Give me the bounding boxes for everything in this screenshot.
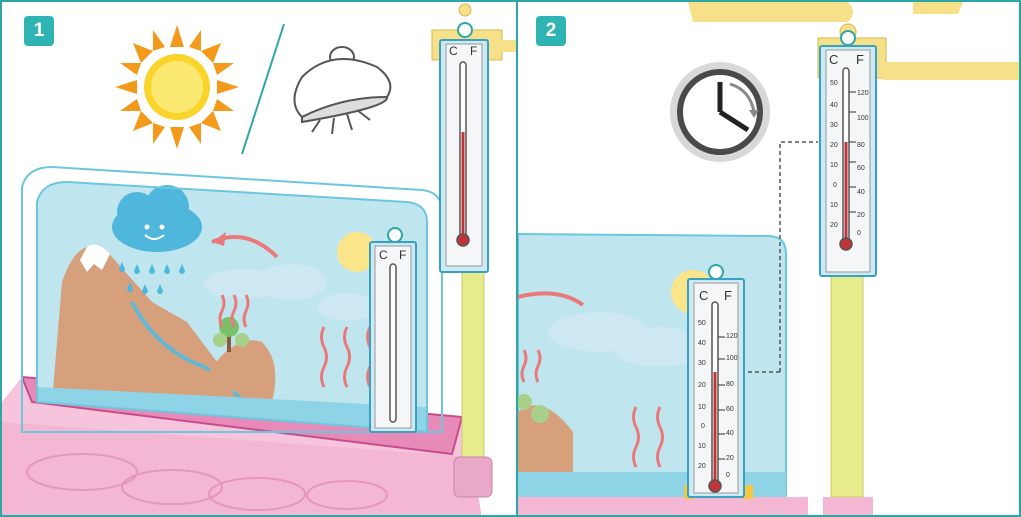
thermo-tank-2-f-tick-0: 120 bbox=[726, 333, 738, 340]
thermo-2-c-tick-0: 50 bbox=[830, 80, 838, 87]
thermo-2-c-tick-1: 40 bbox=[830, 102, 838, 109]
thermo-2-c-tick-5: 0 bbox=[833, 182, 837, 189]
thermo-tank-2-f-label: F bbox=[724, 288, 732, 303]
thermo-tank-2-f-tick-6: 0 bbox=[726, 472, 730, 479]
thermo-2-f-tick-6: 0 bbox=[857, 230, 861, 237]
thermo-tank-2-c-tick-5: 0 bbox=[701, 423, 705, 430]
sun-icon bbox=[115, 25, 239, 149]
thermo-tank-2-c-tick-6: 10 bbox=[698, 443, 706, 450]
thermo-tank-2-f-tick-1: 100 bbox=[726, 355, 738, 362]
thermo-tank-2-f-tick-4: 40 bbox=[726, 430, 734, 437]
thermo-tank-2-c-tick-1: 40 bbox=[698, 340, 706, 347]
clock-icon bbox=[670, 62, 770, 162]
thermo-tank-2-f-tick-5: 20 bbox=[726, 455, 734, 462]
thermo-2-f-tick-5: 20 bbox=[857, 212, 865, 219]
thermo-tank-2-f-tick-3: 60 bbox=[726, 406, 734, 413]
thermo-1-c-label: C bbox=[449, 44, 458, 58]
lamp-icon bbox=[295, 47, 391, 134]
thermo-2-f-tick-4: 40 bbox=[857, 189, 865, 196]
thermo-1-f-label: F bbox=[470, 44, 477, 58]
thermo-2-c-tick-7: 20 bbox=[830, 222, 838, 229]
step-badge-2: 2 bbox=[536, 16, 566, 46]
thermo-2-f-tick-3: 60 bbox=[857, 165, 865, 172]
thermo-tank-2-c-tick-4: 10 bbox=[698, 404, 706, 411]
panel-2-illustration bbox=[518, 2, 1021, 517]
thermo-2-f-tick-0: 120 bbox=[857, 90, 869, 97]
water-cycle-backdrop bbox=[518, 234, 786, 497]
thermo-2-c-tick-3: 20 bbox=[830, 142, 838, 149]
panel-1-illustration bbox=[2, 2, 518, 517]
thermo-2-f-tick-1: 100 bbox=[857, 115, 869, 122]
thermo-tank-2-c-label: C bbox=[699, 288, 708, 303]
thermo-2-f-label: F bbox=[856, 52, 864, 67]
thermo-tank-2-c-tick-2: 30 bbox=[698, 360, 706, 367]
panel-step-2: 2 C F 50 40 30 20 10 0 10 20 120 100 80 … bbox=[516, 0, 1021, 517]
step-badge-1: 1 bbox=[24, 16, 54, 46]
thermo-tank-1-c-label: C bbox=[379, 248, 388, 262]
thermo-2-c-label: C bbox=[829, 52, 838, 67]
water-cycle-backdrop bbox=[37, 182, 427, 432]
thermo-tank-2-c-tick-0: 50 bbox=[698, 320, 706, 327]
panel-step-1: 1 C F C F bbox=[0, 0, 518, 517]
thermo-2-f-tick-2: 80 bbox=[857, 142, 865, 149]
thermo-tank-2-c-tick-3: 20 bbox=[698, 382, 706, 389]
thermo-2-c-tick-2: 30 bbox=[830, 122, 838, 129]
thermo-tank-2-c-tick-7: 20 bbox=[698, 463, 706, 470]
thermo-tank-1-f-label: F bbox=[399, 248, 406, 262]
thermo-2-c-tick-6: 10 bbox=[830, 202, 838, 209]
divider-slash bbox=[242, 24, 284, 154]
thermo-2-c-tick-4: 10 bbox=[830, 162, 838, 169]
thermo-tank-2-f-tick-2: 80 bbox=[726, 381, 734, 388]
